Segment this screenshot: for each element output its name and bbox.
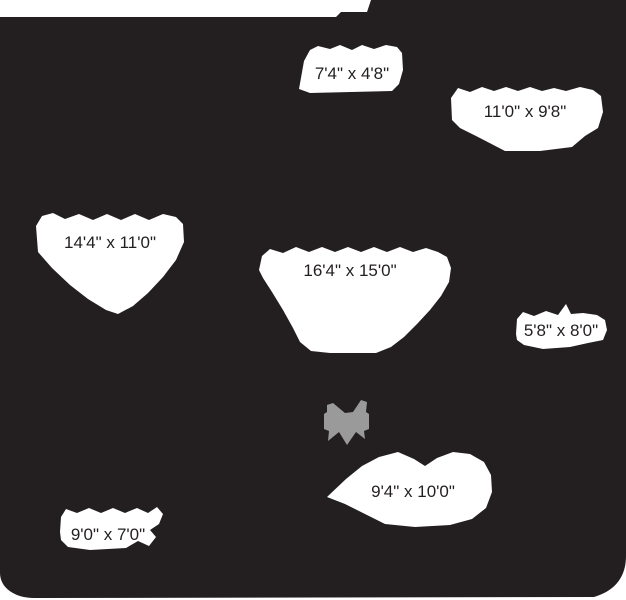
room-label-blob [327, 452, 492, 527]
room-label-6: 9'4" x 10'0" [327, 452, 492, 527]
room-label-3: 14'4" x 11'0" [36, 213, 184, 314]
room-label-2: 11'0" x 9'8" [451, 87, 603, 151]
room-dimension-label: 9'4" x 10'0" [371, 482, 455, 501]
room-dimension-label: 5'8" x 8'0" [524, 321, 598, 340]
room-label-7: 9'0" x 7'0" [60, 507, 163, 550]
room-label-blob [259, 247, 451, 353]
room-label-blob [36, 213, 184, 314]
room-dimension-label: 16'4" x 15'0" [303, 261, 396, 280]
room-dimension-label: 14'4" x 11'0" [64, 233, 156, 252]
ceiling-fan-icon [324, 400, 369, 445]
room-label-blob [60, 507, 163, 550]
room-label-5: 5'8" x 8'0" [516, 304, 607, 349]
room-label-1: 7'4" x 4'8" [299, 45, 403, 93]
room-dimension-label: 9'0" x 7'0" [71, 525, 145, 544]
room-label-4: 16'4" x 15'0" [259, 247, 451, 353]
room-label-blob [451, 87, 603, 151]
room-label-blob [516, 304, 607, 349]
room-label-blob [299, 45, 403, 93]
room-dimension-label: 7'4" x 4'8" [315, 64, 389, 83]
room-dimension-label: 11'0" x 9'8" [484, 102, 567, 121]
